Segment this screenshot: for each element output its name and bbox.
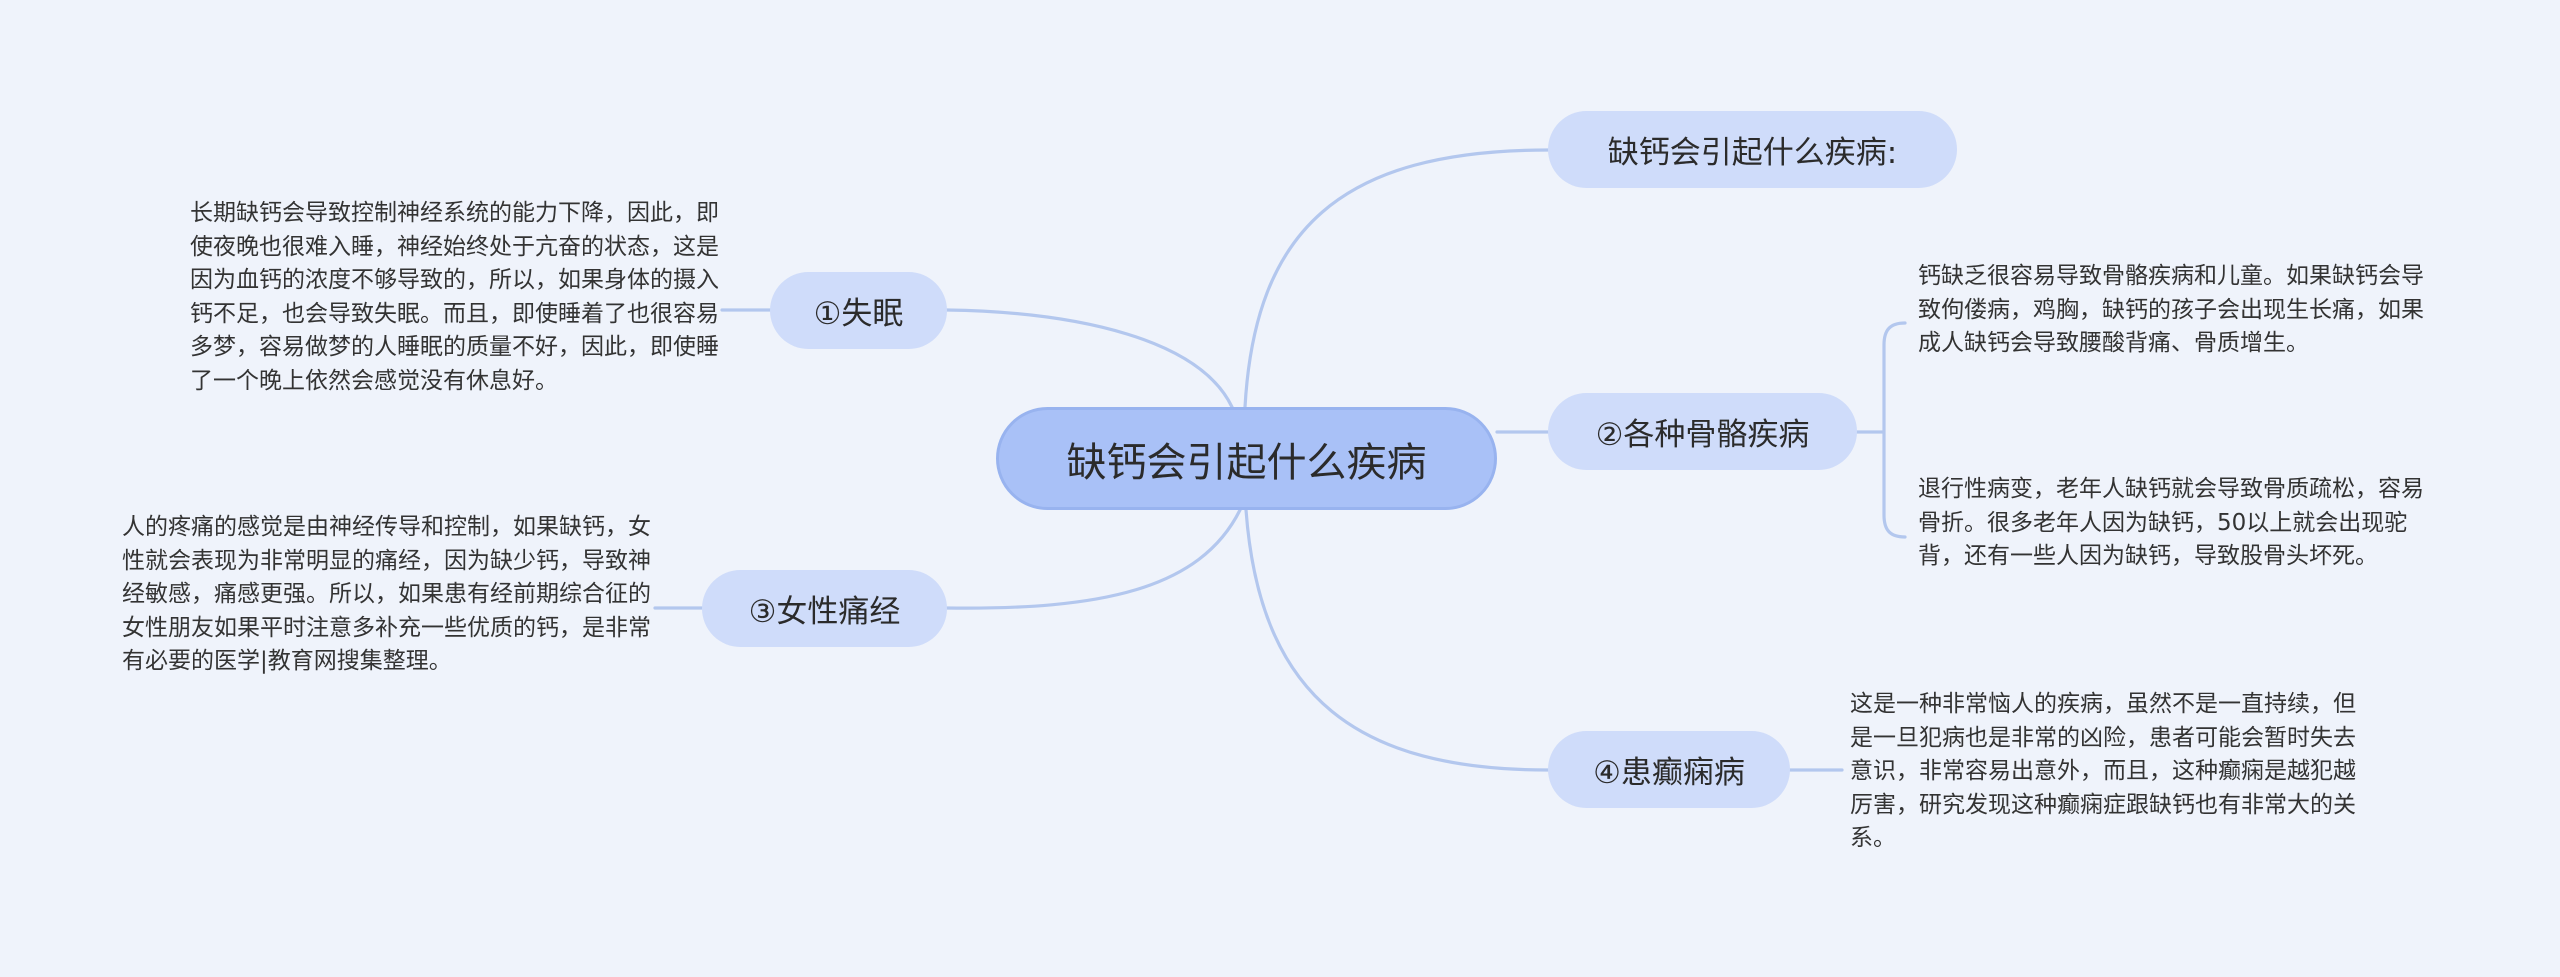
epilepsy-detail-text: 这是一种非常恼人的疾病，虽然不是一直持续，但是一旦犯病也是非常的凶险，患者可能会… bbox=[1850, 691, 2356, 851]
insomnia-detail-text: 长期缺钙会导致控制神经系统的能力下降，因此，即使夜晚也很难入睡，神经始终处于亢奋… bbox=[190, 200, 719, 394]
branch-title-label: 缺钙会引起什么疾病: bbox=[1607, 135, 1898, 171]
branch-period-pain[interactable]: ③女性痛经 bbox=[702, 570, 947, 647]
root-node[interactable]: 缺钙会引起什么疾病 bbox=[996, 407, 1497, 510]
branch-insomnia[interactable]: ①失眠 bbox=[770, 272, 947, 349]
period-pain-detail-text: 人的疼痛的感觉是由神经传导和控制，如果缺钙，女性就会表现为非常明显的痛经，因为缺… bbox=[122, 514, 651, 674]
connector-root-insomnia bbox=[945, 308, 1234, 409]
connector-root-title bbox=[1243, 148, 1550, 409]
connector-bone-bracket bbox=[1855, 321, 1907, 539]
branch-title[interactable]: 缺钙会引起什么疾病: bbox=[1548, 111, 1957, 188]
branch-bone[interactable]: ②各种骨骼疾病 bbox=[1548, 393, 1857, 470]
root-label: 缺钙会引起什么疾病 bbox=[1066, 439, 1427, 486]
branch-epilepsy[interactable]: ④患癫痫病 bbox=[1548, 731, 1790, 808]
branch-insomnia-label: ①失眠 bbox=[813, 296, 904, 332]
connector-root-epilepsy bbox=[1244, 508, 1550, 772]
bone-detail-text-2: 退行性病变，老年人缺钙就会导致骨质疏松，容易骨折。很多老年人因为缺钙，50以上就… bbox=[1918, 476, 2424, 569]
connector-root-period-pain bbox=[945, 508, 1242, 610]
bone-detail-text-1: 钙缺乏很容易导致骨骼疾病和儿童。如果缺钙会导致佝偻病，鸡胸，缺钙的孩子会出现生长… bbox=[1918, 263, 2424, 356]
branch-epilepsy-label: ④患癫痫病 bbox=[1593, 755, 1745, 791]
branch-period-pain-label: ③女性痛经 bbox=[748, 594, 901, 630]
branch-bone-label: ②各种骨骼疾病 bbox=[1595, 417, 1810, 453]
